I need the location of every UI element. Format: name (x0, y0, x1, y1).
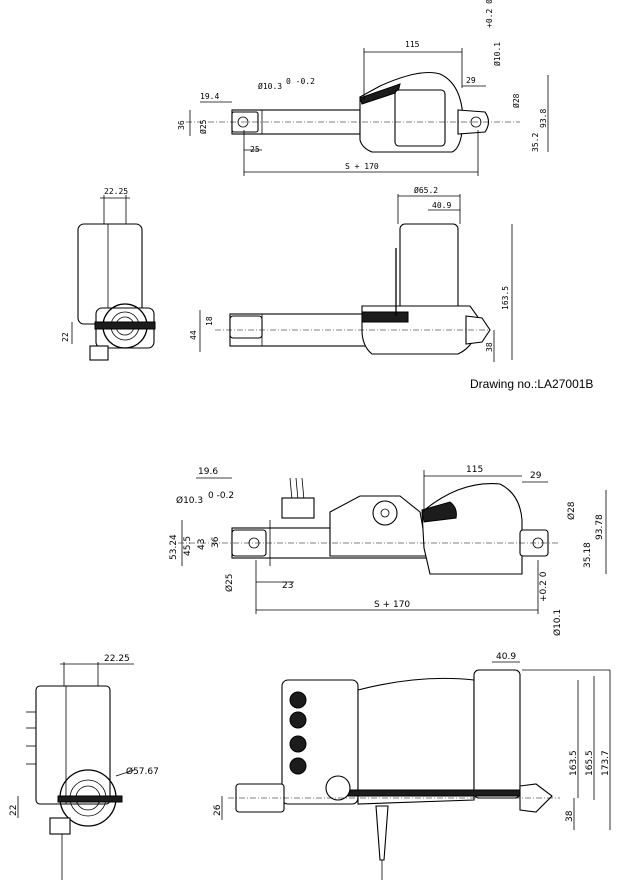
view1-dim-35-2: 35.2 (531, 133, 540, 152)
view1-dim-stroke: S + 170 (345, 162, 379, 171)
view4-dim-163-5: 163.5 (569, 750, 579, 776)
view2-dim-38: 38 (485, 342, 494, 352)
view1-dim-10-3: Ø10.3 (258, 81, 282, 91)
view3-dim-115: 115 (466, 465, 483, 475)
view2-dim-163-5: 163.5 (501, 286, 510, 310)
view1-dim-29: 29 (466, 76, 476, 85)
view3-side-actuator: 19.6 Ø10.3 0 -0.2 115 29 Ø28 53.24 45.5 … (169, 465, 607, 636)
view4-dim-38: 38 (565, 810, 575, 822)
view2-end-view: 22.25 22 (61, 187, 156, 361)
view4-dim-22-25: 22.25 (104, 654, 130, 664)
view3-dim-29: 29 (530, 471, 542, 481)
view1-dim-19-4: 19.4 (200, 92, 219, 101)
view2-dim-40-9: 40.9 (432, 201, 451, 210)
view4-dim-22: 22 (9, 805, 19, 816)
view1-side-actuator: 115 29 Ø10.1 +0.2 0 Ø28 19.4 Ø10.3 0 -0.… (177, 0, 549, 176)
view4-side-actuator: 40.9 163.5 165.5 173.7 26 38 (213, 652, 611, 880)
view3-housing (421, 483, 523, 575)
view4-housing (357, 677, 475, 805)
view2-dim-22: 22 (61, 332, 70, 342)
view3-dim-10-1: Ø10.1 (552, 609, 563, 636)
view4-dim-57-67: Ø57.67 (126, 766, 159, 777)
view3-dim-10-3-tol: 0 -0.2 (208, 491, 234, 501)
view1-dim-36: 36 (177, 120, 186, 130)
view4-dim-173-7: 173.7 (601, 750, 611, 776)
view2-dim-65-2: Ø65.2 (414, 185, 438, 195)
view1-dim-10-3-tol: 0 -0.2 (286, 77, 315, 86)
view3-dim-53-24: 53.24 (169, 534, 179, 560)
view3-dim-36: 36 (211, 536, 221, 548)
view3-gear-wheel (372, 500, 398, 526)
view4-motor-body (35, 685, 111, 805)
view3-dim-23: 23 (282, 581, 293, 591)
view3-dim-stroke: S + 170 (374, 600, 410, 610)
view1-dim-93-8: 93.8 (539, 109, 548, 128)
view3-dim-28: Ø28 (566, 501, 577, 520)
view1-dim-25: 25 (250, 145, 260, 154)
view1-dim-10-1-tol: +0.2 0 (485, 0, 494, 28)
view4-motor-cylinder (473, 669, 521, 799)
view3-dim-93-78: 93.78 (595, 514, 605, 540)
drawing-number: Drawing no.:LA27001B (470, 377, 594, 391)
view3-dim-19-6: 19.6 (198, 467, 218, 477)
view3-dim-10-3: Ø10.3 (176, 495, 203, 506)
view2-side-actuator: Ø65.2 40.9 163.5 44 18 38 (189, 185, 513, 362)
view2-dim-18: 18 (205, 316, 214, 326)
view2-dim-22-25: 22.25 (104, 187, 128, 196)
view3-dim-10-1-tol: +0.2 0 (539, 571, 549, 602)
view2-dim-44: 44 (189, 330, 198, 340)
view4-dim-26: 26 (213, 804, 223, 816)
view1-dim-10-1: Ø10.1 (492, 42, 502, 66)
view1-dim-115: 115 (405, 40, 420, 49)
view4-dim-40-9: 40.9 (496, 652, 516, 662)
view1-dim-28: Ø28 (511, 93, 521, 108)
view1-dim-25dia: Ø25 (198, 119, 208, 134)
view2-motor-cylinder (399, 223, 459, 315)
view3-dim-43: 43 (197, 539, 207, 550)
view4-end-view: 22.25 Ø57.67 22 (9, 654, 159, 880)
view3-dim-25: Ø25 (224, 573, 235, 592)
view3-dim-45-5: 45.5 (183, 536, 193, 556)
view4-dim-165-5: 165.5 (585, 750, 595, 776)
view3-dim-35-18: 35.18 (583, 542, 593, 568)
